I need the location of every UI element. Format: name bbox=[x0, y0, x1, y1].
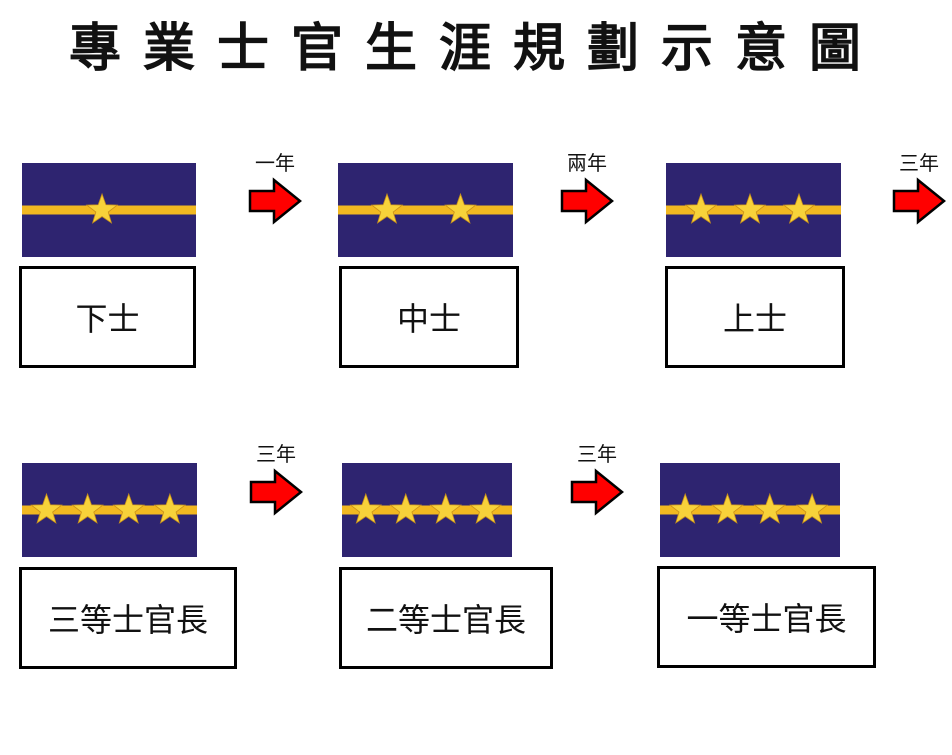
rank-box-2: 中士 bbox=[339, 266, 519, 368]
rank-box-1: 下士 bbox=[19, 266, 196, 368]
star-icon bbox=[444, 192, 477, 224]
rank-box-5: 二等士官長 bbox=[339, 567, 553, 669]
insignia-stripe bbox=[338, 205, 513, 215]
rank-label: 三等士官長 bbox=[47, 601, 208, 639]
star-icon bbox=[469, 492, 503, 524]
star-icon bbox=[85, 192, 119, 224]
promotion-step-5: 三年 bbox=[566, 442, 628, 516]
insignia-stripe bbox=[22, 505, 197, 515]
rank-box-3: 上士 bbox=[665, 266, 845, 368]
right-arrow-icon bbox=[560, 177, 614, 225]
diagram-title: 專業士官生涯規劃示意圖 bbox=[68, 19, 883, 79]
star-icon bbox=[782, 192, 816, 224]
step-duration-label: 三年 bbox=[899, 151, 939, 175]
star-icon bbox=[795, 492, 829, 524]
star-icon bbox=[753, 492, 787, 524]
rank-insignia-1 bbox=[22, 163, 196, 257]
rank-box-6: 一等士官長 bbox=[657, 566, 876, 668]
promotion-step-1: 一年 bbox=[244, 151, 306, 225]
right-arrow-icon bbox=[892, 177, 946, 225]
step-duration-label: 三年 bbox=[577, 442, 617, 466]
insignia-stripe bbox=[660, 505, 840, 515]
promotion-step-2: 兩年 bbox=[556, 151, 618, 225]
step-duration-label: 三年 bbox=[256, 442, 296, 466]
star-icon bbox=[711, 492, 744, 524]
promotion-step-4: 三年 bbox=[245, 442, 307, 516]
insignia-stripe bbox=[342, 505, 512, 515]
rank-label: 下士 bbox=[75, 300, 140, 338]
star-icon bbox=[429, 492, 463, 524]
step-duration-label: 兩年 bbox=[567, 151, 607, 175]
rank-label: 上士 bbox=[722, 300, 787, 338]
star-icon bbox=[668, 492, 702, 524]
rank-box-4: 三等士官長 bbox=[19, 567, 237, 669]
rank-insignia-2 bbox=[338, 163, 513, 257]
rank-insignia-6 bbox=[660, 463, 840, 557]
rank-label: 二等士官長 bbox=[365, 601, 526, 639]
promotion-step-3: 三年 bbox=[888, 151, 950, 225]
star-icon bbox=[733, 192, 767, 224]
rank-insignia-3 bbox=[666, 163, 841, 257]
right-arrow-icon bbox=[249, 468, 303, 516]
star-icon bbox=[71, 492, 104, 524]
rank-label: 一等士官長 bbox=[686, 600, 847, 638]
star-icon bbox=[349, 492, 383, 524]
star-icon bbox=[112, 492, 146, 524]
rank-label: 中士 bbox=[396, 300, 461, 338]
rank-insignia-4 bbox=[22, 463, 197, 557]
star-icon bbox=[153, 492, 187, 524]
step-duration-label: 一年 bbox=[255, 151, 295, 175]
rank-insignia-5 bbox=[342, 463, 512, 557]
star-icon bbox=[30, 492, 63, 524]
star-icon bbox=[370, 192, 404, 224]
star-icon bbox=[389, 492, 423, 524]
right-arrow-icon bbox=[570, 468, 624, 516]
star-icon bbox=[684, 192, 718, 224]
right-arrow-icon bbox=[248, 177, 302, 225]
